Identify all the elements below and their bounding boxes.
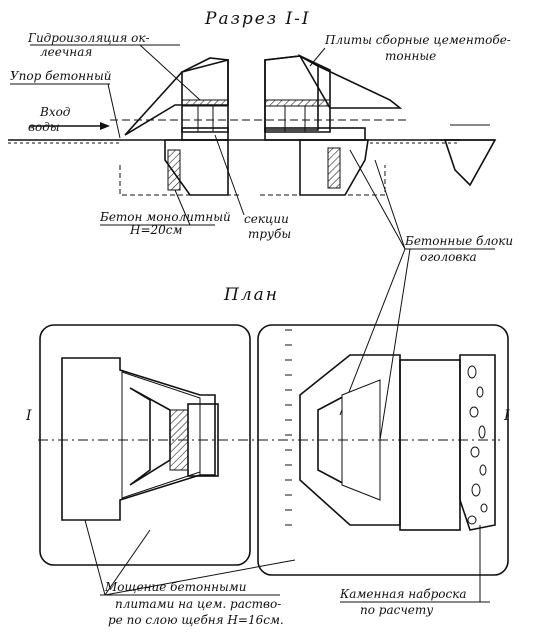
label-inlet-1: Вход xyxy=(39,105,71,119)
plan-title: План xyxy=(223,285,279,305)
label-riprap-1: Каменная наброска xyxy=(339,587,467,601)
label-pipe-sections-1: секции xyxy=(244,212,289,226)
label-riprap-2: по расчету xyxy=(360,603,433,617)
plan-left-inlet xyxy=(39,324,251,566)
label-concrete-stop: Упор бетонный xyxy=(10,69,111,83)
label-paving-3: ре по слою щебня H=16см. xyxy=(108,613,284,627)
label-paving-1: Мощение бетонными xyxy=(104,580,246,594)
label-precast-slabs-2: тонные xyxy=(385,49,436,63)
label-concrete-blocks-1: Бетонные блоки xyxy=(404,234,513,248)
label-inlet-2: воды xyxy=(28,120,60,134)
label-paving-2: плитами на цем. раство- xyxy=(115,597,281,611)
section-mark-right: I xyxy=(503,408,510,424)
label-monolithic-1: Бетон монолитный xyxy=(99,210,231,224)
label-precast-slabs-1: Плиты сборные цементобе- xyxy=(324,33,511,47)
label-waterproofing-2: леечная xyxy=(40,45,92,59)
section-mark-left: I xyxy=(25,408,32,424)
left-headwall xyxy=(119,57,240,196)
label-concrete-blocks-2: оголовка xyxy=(420,250,477,264)
section-title: Разрез I-I xyxy=(204,9,311,29)
right-headwall xyxy=(260,53,403,196)
plan-right-outlet xyxy=(257,324,509,576)
label-monolithic-2: H=20см xyxy=(129,223,183,237)
outlet-riprap-section xyxy=(430,124,497,187)
riprap-stones xyxy=(467,365,488,525)
label-pipe-sections-2: трубы xyxy=(248,227,291,241)
label-waterproofing-1: Гидроизоляция ок- xyxy=(27,31,150,45)
